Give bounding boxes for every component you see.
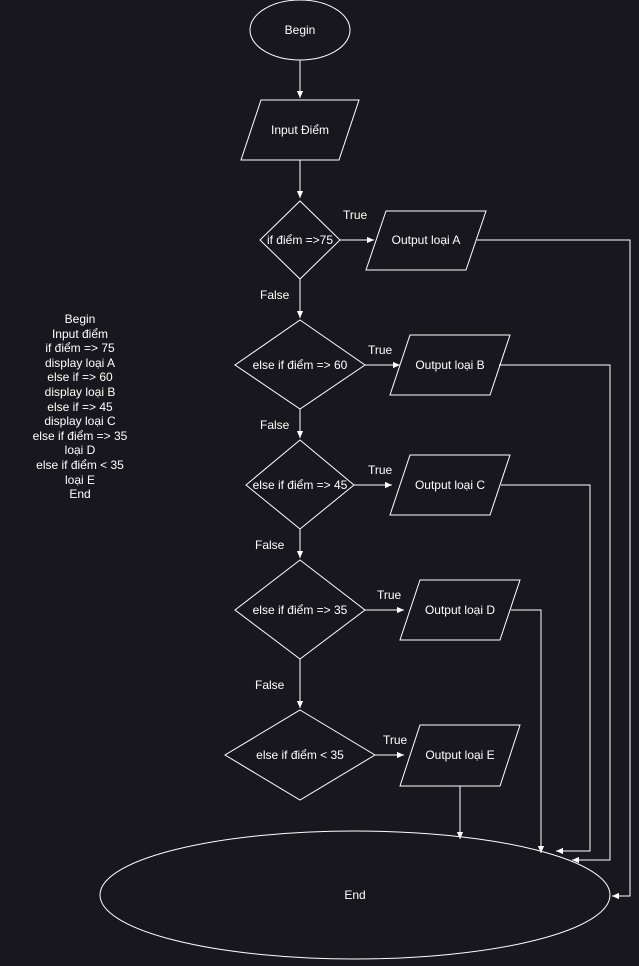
output-a-label: Output loại A	[392, 233, 461, 247]
edge-output-c-end	[501, 484, 591, 855]
label-true-e: True	[383, 733, 408, 747]
edge-output-b-end	[499, 364, 611, 864]
edge-labels: True False True False True False True Fa…	[255, 208, 408, 747]
pseudocode-line: End	[69, 487, 91, 502]
decision-a-label: if điểm =>75	[267, 233, 333, 247]
output-d-label: Output loại D	[425, 603, 495, 617]
end-node: End	[99, 830, 611, 960]
pseudocode-line: loại E	[64, 472, 96, 487]
label-false-c: False	[255, 538, 285, 552]
end-label: End	[344, 888, 365, 902]
output-b-node: Output loại B	[389, 334, 511, 396]
input-label: Input Điểm	[271, 123, 329, 137]
label-false-a: False	[260, 288, 290, 302]
decision-d-label: else if điểm => 35	[253, 603, 348, 617]
label-false-b: False	[260, 418, 290, 432]
label-false-d: False	[255, 678, 285, 692]
output-e-node: Output loại E	[399, 724, 521, 787]
edge-output-a-end	[477, 239, 631, 900]
pseudocode-line: Input điểm	[51, 326, 109, 341]
pseudocode-line: else if => 45	[47, 399, 113, 414]
output-e-label: Output loại E	[425, 748, 494, 762]
pseudocode-line: else if => 60	[47, 370, 113, 385]
pseudocode-line: display loại C	[44, 414, 116, 429]
label-true-d: True	[377, 588, 402, 602]
decision-e-node: else if điểm < 35	[224, 709, 376, 801]
pseudocode-line: loại D	[64, 443, 96, 458]
begin-node: Begin	[249, 0, 351, 61]
pseudocode-line: Begin	[64, 312, 96, 326]
pseudocode-line: else if điểm => 35	[32, 428, 128, 443]
output-c-label: Output loại C	[415, 478, 485, 492]
input-node: Input Điểm	[240, 99, 360, 161]
output-a-node: Output loại A	[365, 210, 487, 271]
decision-c-label: else if điểm => 45	[253, 478, 348, 492]
label-true-a: True	[343, 208, 368, 222]
decision-a-node: if điểm =>75	[259, 200, 341, 280]
label-true-b: True	[368, 343, 393, 357]
pseudocode-line: if điểm => 75	[45, 341, 115, 356]
decision-d-node: else if điểm => 35	[234, 559, 366, 660]
edge-output-d-end	[511, 609, 545, 853]
decision-b-node: else if điểm => 60	[234, 319, 366, 410]
begin-label: Begin	[285, 23, 316, 37]
pseudocode-line: display loại A	[44, 355, 116, 370]
decision-b-label: else if điểm => 60	[253, 358, 348, 372]
decision-c-node: else if điểm => 45	[245, 439, 355, 530]
output-b-label: Output loại B	[415, 358, 484, 372]
pseudocode-line: else if điểm < 35	[36, 457, 124, 472]
output-c-node: Output loại C	[389, 454, 511, 516]
pseudocode-line: display loại B	[44, 384, 116, 399]
output-d-node: Output loại D	[399, 579, 521, 641]
edges	[296, 60, 631, 900]
decision-e-label: else if điểm < 35	[256, 748, 344, 762]
label-true-c: True	[368, 463, 393, 477]
pseudocode-block: Begin Input điểm if điểm => 75 display l…	[20, 312, 140, 502]
